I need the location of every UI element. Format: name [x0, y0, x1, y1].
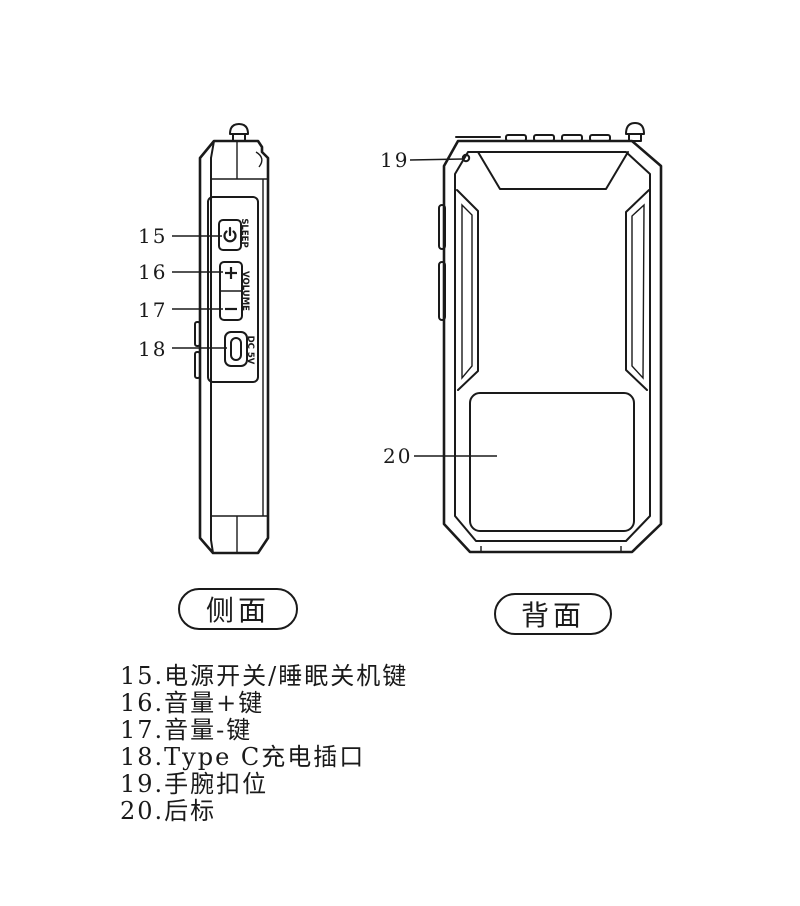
side-body-outline: [198, 139, 270, 555]
legend-item: 19.手腕扣位: [120, 770, 269, 798]
callout-number-19: 19: [380, 148, 409, 172]
side-button-panel: [207, 196, 259, 383]
usb-c-port: [224, 331, 248, 367]
legend-item: 16.音量+键: [120, 689, 265, 717]
legend-item: 18.Type C充电插口: [120, 743, 366, 771]
dc-label: DC 5V: [245, 336, 255, 365]
back-antenna-knob: [625, 122, 645, 142]
callout-number-17: 17: [138, 298, 167, 322]
back-left-panel: [456, 189, 479, 391]
back-view-caption: 背面: [494, 593, 612, 635]
volume-label: VOLUME: [240, 271, 250, 311]
callout-line-19: [409, 158, 464, 161]
side-view-caption: 侧面: [178, 588, 298, 630]
side-antenna-knob: [229, 123, 249, 142]
back-view-device: [438, 122, 663, 554]
legend-item: 20.后标: [120, 797, 217, 825]
back-right-panel: [625, 189, 650, 391]
callout-number-16: 16: [138, 260, 167, 284]
sleep-label: SLEEP: [239, 218, 249, 247]
power-icon: [223, 226, 237, 243]
side-view-caption-text: 侧面: [205, 594, 270, 627]
volume-rocker: [219, 261, 243, 321]
wrist-strap-hole: [461, 153, 471, 163]
side-view-device: SLEEP VOLUME DC 5V: [194, 123, 270, 555]
legend-item: 15.电源开关/睡眠关机键: [120, 662, 409, 690]
legend-item: 17.音量-键: [120, 716, 253, 744]
callout-number-18: 18: [138, 337, 167, 361]
power-button: [218, 219, 242, 251]
back-callouts: 19 20: [380, 148, 497, 468]
rear-label-area: [469, 392, 635, 532]
legend: 15.电源开关/睡眠关机键 16.音量+键 17.音量-键 18.Type C充…: [120, 663, 408, 825]
back-inner-outline: [454, 151, 651, 542]
side-body-details: [210, 140, 268, 554]
callout-number-15: 15: [138, 224, 167, 248]
side-left-bumps: [194, 321, 201, 379]
back-view-caption-text: 背面: [520, 599, 585, 632]
back-body-outline: [442, 139, 663, 554]
side-callouts: 15 16 17 18: [138, 224, 227, 361]
callout-number-20: 20: [383, 444, 412, 468]
plus-icon: [225, 267, 237, 279]
back-top-recess: [477, 151, 629, 190]
